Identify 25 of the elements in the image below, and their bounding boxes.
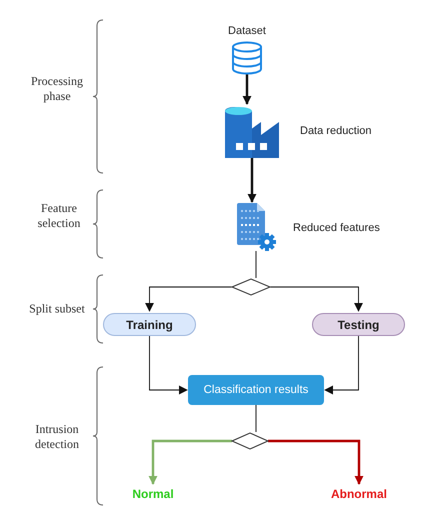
arrow [248, 158, 256, 203]
binary-file-gear-icon [237, 203, 275, 251]
outcome-label: Normal [118, 486, 188, 502]
rounded-box: Testing [312, 313, 405, 336]
arrow [270, 286, 363, 312]
decision-diamond [232, 279, 270, 295]
process-box: Classification results [188, 375, 324, 405]
phase-label: Feature selection [36, 201, 82, 231]
node-caption: Data reduction [300, 125, 372, 137]
outcome-label: Abnormal [319, 486, 399, 502]
phase-label: Split subset [28, 302, 86, 316]
factory-icon [225, 105, 279, 158]
rounded-box: Training [103, 313, 196, 336]
database-icon [231, 42, 263, 74]
arrow [324, 336, 359, 394]
phase-label: Intrusion detection [34, 422, 80, 452]
arrow [268, 440, 364, 485]
arrow [145, 286, 232, 312]
node-caption: Dataset [228, 25, 266, 37]
decision-diamond [232, 433, 268, 449]
phase-label: Processing phase [30, 74, 84, 104]
arrow [242, 74, 252, 105]
node-caption: Reduced features [293, 222, 380, 234]
arrow [149, 336, 188, 394]
arrow [148, 440, 232, 485]
